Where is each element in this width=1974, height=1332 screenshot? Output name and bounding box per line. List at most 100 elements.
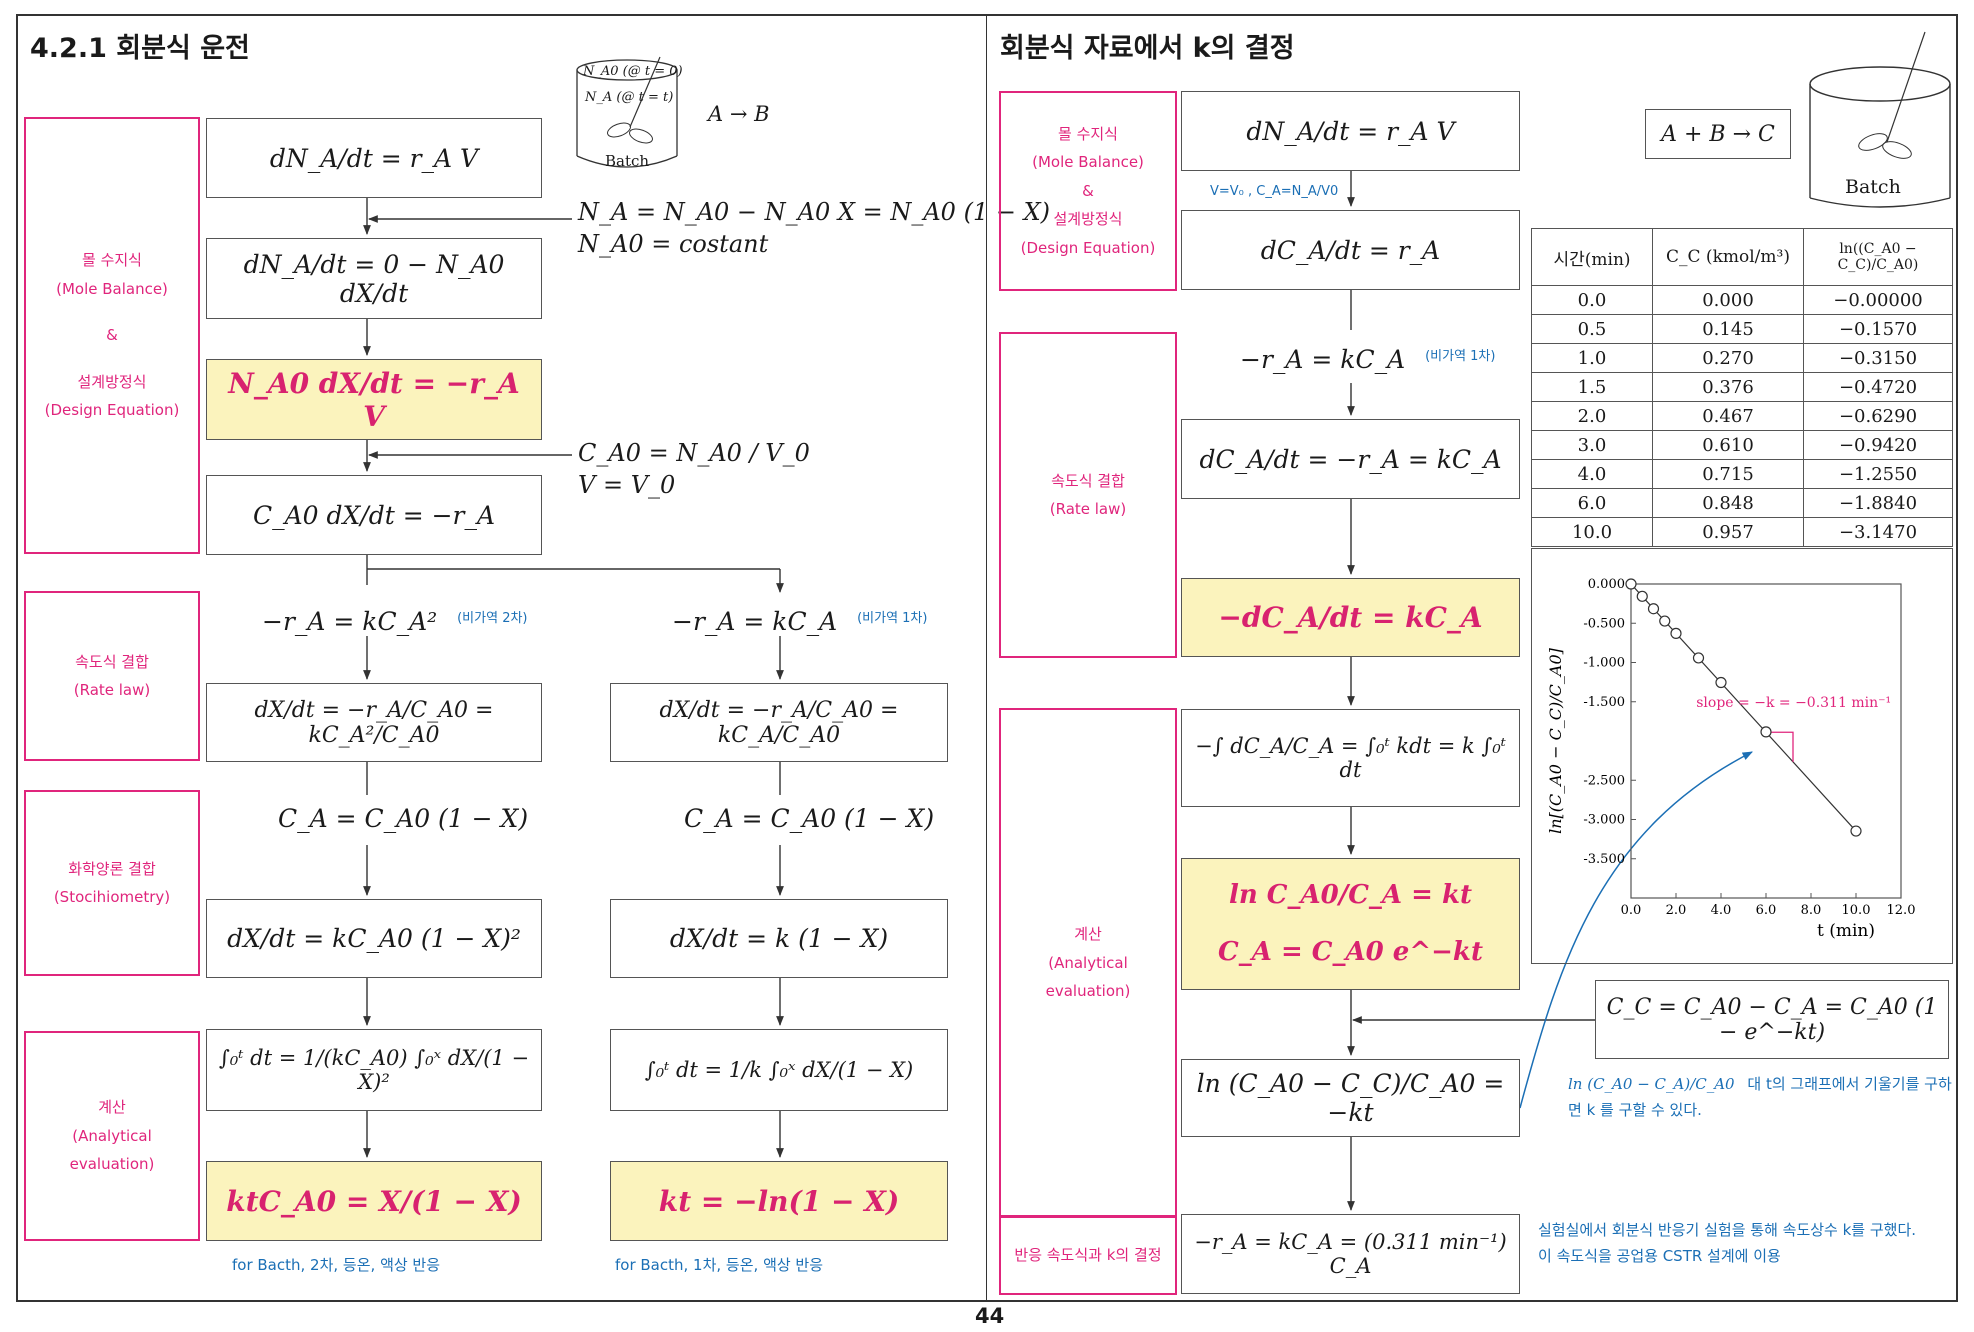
data-point [1760,726,1772,738]
right-batch-label: Batch [1845,176,1901,198]
right-stage-final: 반응 속도식과 k의 결정 [999,1215,1177,1295]
table-cell: 0.467 [1652,401,1804,431]
left-eq-ca0-dxdt: C_A0 dX/dt = −r_A [206,475,542,555]
page-frame [16,14,1958,1302]
table-cell: 0.376 [1652,372,1804,402]
col1-footnote: for Bacth, 2차, 등온, 액상 반응 [232,1256,441,1274]
col2-eq-rate-x: dX/dt = k (1 − X) [610,899,948,978]
slope-triangle [1766,731,1794,762]
plot-frame [1531,548,1953,964]
y-tick-label: 0.000 [1588,577,1625,592]
y-tick-label: -3.500 [1583,852,1625,867]
right-eq-ln: ln (C_A0 − C_C)/C_A0 = −kt [1181,1059,1520,1137]
right-eq-final: −r_A = kC_A = (0.311 min⁻¹) C_A [1181,1214,1520,1294]
left-annot-ca0: C_A0 = N_A0 / V_0 V = V_0 [578,439,810,500]
col2-stoich: C_A = C_A0 (1 − X) [684,804,935,833]
right-eq-integral: −∫ dC_A/C_A = ∫₀ᵗ kdt = k ∫₀ᵗ dt [1181,709,1520,807]
left-eq-dna-dt: dN_A/dt = 0 − N_A0 dX/dt [206,238,542,319]
table-header-row: 시간(min) C_C (kmol/m³) ln((C_A0 − C_C)/C_… [1531,228,1953,286]
slope-annotation: slope = −k = −0.311 min⁻¹ [1696,695,1891,711]
right-batch-reactor-icon [1809,31,1951,208]
x-tick-label: 10.0 [1842,903,1871,918]
col1-stoich: C_A = C_A0 (1 − X) [278,804,529,833]
y-tick-label: -2.500 [1583,773,1625,788]
table-cell: 0.5 [1531,314,1653,344]
y-axis-label: ln[(C_A0 − C_C)/C_A0] [1546,647,1565,834]
data-point [1625,578,1637,590]
batch-time-label: N_A (@ t = t) [585,90,674,105]
table-header: C_C (kmol/m³) [1652,228,1804,286]
x-tick-label: 4.0 [1711,903,1732,918]
right-eq-dca-dt: dC_A/dt = r_A [1181,210,1520,290]
stage-analytical: 계산 (Analytical evaluation) [24,1031,200,1241]
table-cell: 6.0 [1531,488,1653,518]
x-tick-label: 2.0 [1666,903,1687,918]
table-cell: −0.3150 [1803,343,1953,373]
col1-rate-law: −r_A = kC_A² (비가역 2차) [262,607,528,636]
table-cell: 2.0 [1531,401,1653,431]
right-page-title: 회분식 자료에서 k의 결정 [1000,33,1295,64]
table-cell: −1.8840 [1803,488,1953,518]
table-cell: 3.0 [1531,430,1653,460]
right-eq-solution: ln C_A0/C_A = kt C_A = C_A0 e^−kt [1181,858,1520,990]
y-tick-label: -1.000 [1583,656,1625,671]
col1-eq-integral: ∫₀ᵗ dt = 1/(kC_A0) ∫₀ˣ dX/(1 − X)² [206,1029,542,1111]
x-axis-label: t (min) [1817,921,1875,941]
data-point [1670,627,1682,639]
x-tick-label: 12.0 [1887,903,1916,918]
table-cell: 0.270 [1652,343,1804,373]
right-eq-first-order: −dC_A/dt = kC_A [1181,578,1520,657]
table-cell: 0.000 [1652,285,1804,315]
right-note-volume: V=V₀ , C_A=N_A/V0 [1210,184,1339,199]
table-cell: 0.610 [1652,430,1804,460]
batch-label: Batch [605,152,650,170]
table-cell: 10.0 [1531,517,1653,547]
right-reaction: A + B → C [1645,109,1791,159]
right-note-conclusion: 실험실에서 회분식 반응기 실험을 통해 속도상수 k를 구했다. 이 속도식을… [1538,1221,1917,1265]
right-stage-rate-law: 속도식 결합 (Rate law) [999,332,1177,658]
table-cell: 0.957 [1652,517,1804,547]
data-point [1715,676,1727,689]
data-point [1850,825,1862,837]
data-point [1647,603,1660,615]
table-header: ln((C_A0 − C_C)/C_A0) [1803,228,1953,286]
right-eq-mole-balance: dN_A/dt = r_A V [1181,91,1520,171]
data-table-wrap: 시간(min) C_C (kmol/m³) ln((C_A0 − C_C)/C_… [1531,228,1953,547]
table-cell: −0.4720 [1803,372,1953,402]
col2-eq-integral: ∫₀ᵗ dt = 1/k ∫₀ˣ dX/(1 − X) [610,1029,948,1111]
table-cell: 1.5 [1531,372,1653,402]
stage-rate-law: 속도식 결합 (Rate law) [24,591,200,761]
data-table: 시간(min) C_C (kmol/m³) ln((C_A0 − C_C)/C_… [1531,228,1953,547]
table-cell: −1.2550 [1803,459,1953,489]
x-tick-label: 8.0 [1801,903,1822,918]
col2-footnote: for Bacth, 1차, 등온, 액상 반응 [615,1256,824,1274]
page-number: 44 [975,1304,1005,1328]
col1-eq-rate-x: dX/dt = kC_A0 (1 − X)² [206,899,542,978]
table-cell: −0.6290 [1803,401,1953,431]
col1-eq-dxdt: dX/dt = −r_A/C_A0 = kC_A²/C_A0 [206,683,542,762]
data-point [1636,590,1648,602]
y-tick-label: -0.500 [1583,616,1625,631]
data-point [1659,615,1671,627]
table-cell: −0.1570 [1803,314,1953,344]
left-eq-mole-balance: dN_A/dt = r_A V [206,118,542,198]
table-cell: 1.0 [1531,343,1653,373]
page-divider [986,14,987,1302]
right-rate-law: −r_A = kC_A (비가역 1차) [1240,345,1496,374]
table-cell: −0.9420 [1803,430,1953,460]
table-cell: −0.00000 [1803,285,1953,315]
batch-reactor-icon [576,56,678,168]
col2-rate-law: −r_A = kC_A (비가역 1차) [672,607,928,636]
stage-stoichiometry: 화학양론 결합 (Stocihiometry) [24,790,200,976]
right-eq-cc: C_C = C_A0 − C_A = C_A0 (1 − e^−kt) [1595,980,1949,1059]
right-stage-analytical: 계산 (Analytical evaluation) [999,708,1177,1218]
left-page-title: 4.2.1 회분식 운전 [30,33,250,64]
